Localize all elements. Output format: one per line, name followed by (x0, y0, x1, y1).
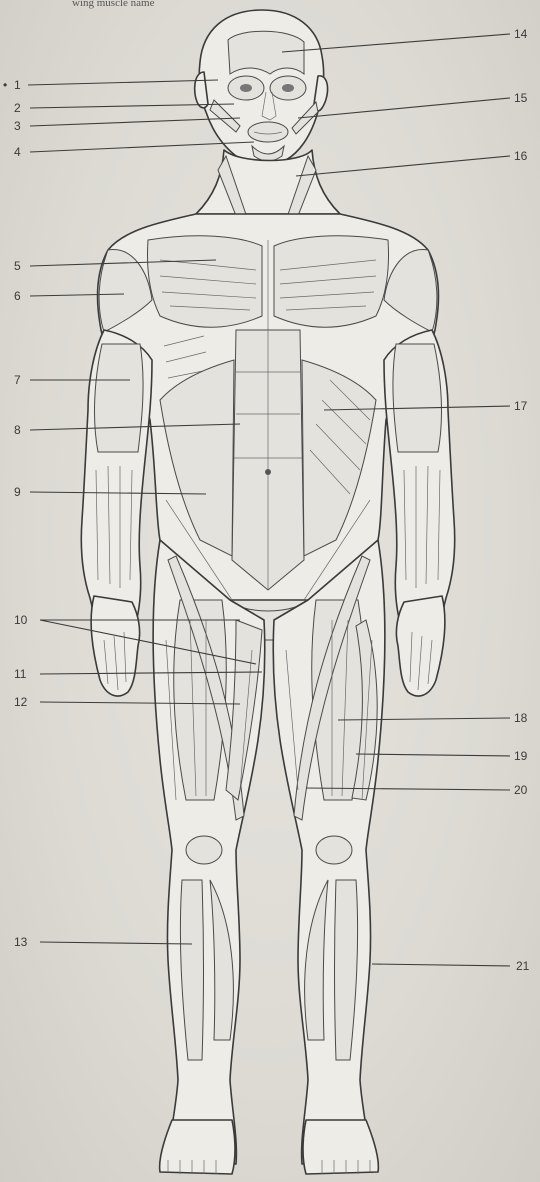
right-pectoralis-major (274, 236, 389, 328)
label-19: 19 (514, 749, 528, 763)
label-14: 14 (514, 27, 528, 41)
label-10: 10 (14, 613, 28, 627)
label-11: 11 (14, 667, 27, 681)
leader-15 (298, 98, 510, 118)
label-7: 7 (14, 373, 21, 387)
label-1: 1 (14, 78, 21, 92)
label-18: 18 (514, 711, 528, 725)
left-hand (91, 596, 139, 696)
left-foot (160, 1120, 235, 1174)
label-5: 5 (14, 259, 21, 273)
left-patella (186, 836, 222, 864)
label-16: 16 (514, 149, 528, 163)
label-1-prefix: • (3, 78, 7, 92)
label-12: 12 (14, 695, 28, 709)
label-4: 4 (14, 145, 21, 159)
navel (265, 469, 271, 475)
label-2: 2 (14, 101, 21, 115)
right-biceps (393, 344, 442, 452)
left-pectoralis-major (148, 236, 263, 328)
label-9: 9 (14, 485, 21, 499)
label-20: 20 (514, 783, 528, 797)
right-patella (316, 836, 352, 864)
leader-21 (372, 964, 510, 966)
leader-3 (30, 118, 240, 126)
label-15: 15 (514, 91, 528, 105)
leader-4 (30, 142, 254, 152)
body-figure (81, 10, 454, 1174)
left-biceps (95, 344, 144, 452)
label-21: 21 (516, 959, 530, 973)
header-text: wing muscle name (72, 0, 155, 9)
label-13: 13 (14, 935, 28, 949)
label-8: 8 (14, 423, 21, 437)
right-eye (282, 84, 294, 92)
label-3: 3 (14, 119, 21, 133)
right-hand (396, 596, 444, 696)
leader-1 (28, 80, 218, 85)
label-6: 6 (14, 289, 21, 303)
left-eye (240, 84, 252, 92)
frontalis-muscle (228, 31, 304, 74)
label-17: 17 (514, 399, 528, 413)
leader-16 (296, 156, 510, 176)
right-foot (303, 1120, 378, 1174)
